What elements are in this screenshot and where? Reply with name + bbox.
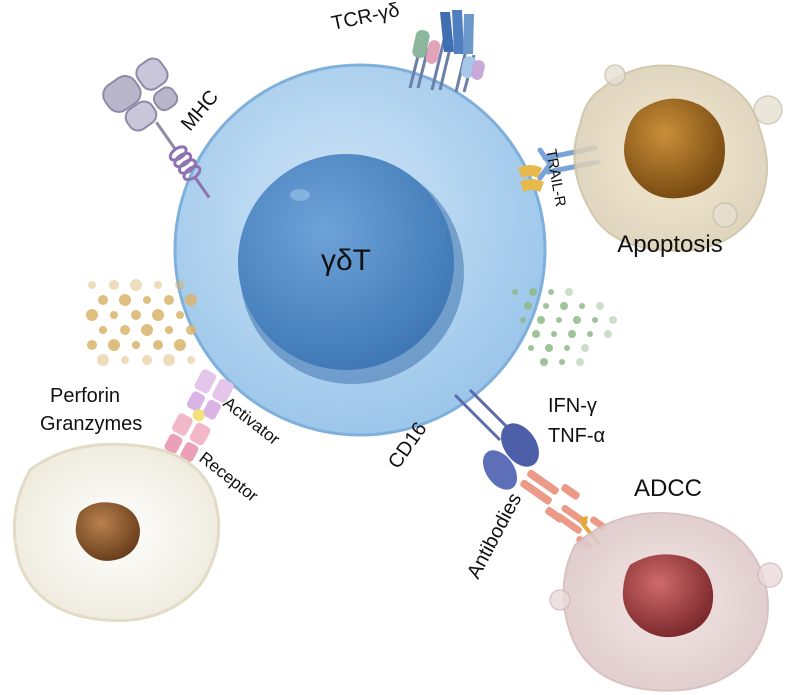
adcc-arrow-head — [578, 516, 588, 526]
particle — [108, 339, 120, 351]
particle — [86, 309, 98, 321]
particle — [132, 341, 140, 349]
particle — [142, 355, 152, 365]
particle — [187, 356, 195, 364]
nucleus-highlight — [290, 189, 310, 201]
mhc-label: MHC — [177, 86, 223, 135]
particle — [548, 289, 554, 295]
particle — [556, 317, 562, 323]
particle — [568, 330, 576, 338]
particle — [152, 309, 164, 321]
mhc-molecule — [102, 57, 211, 199]
apoptotic-target-cell: Apoptosis — [573, 64, 783, 258]
left-target-cell — [12, 442, 221, 623]
particle — [130, 279, 142, 291]
cell-label: γδT — [321, 244, 371, 277]
particle — [532, 330, 540, 338]
cytokine-particles — [512, 288, 617, 366]
particle — [579, 303, 585, 309]
particle — [592, 317, 598, 323]
particle — [609, 316, 617, 324]
particle — [131, 310, 141, 320]
t-cell: γδT — [173, 63, 547, 437]
particle — [581, 344, 589, 352]
particle — [143, 296, 151, 304]
adcc-target-cell: ADCC — [549, 475, 783, 692]
particle — [596, 302, 604, 310]
perforin-granules — [86, 279, 197, 366]
particle — [551, 331, 557, 337]
particle — [163, 354, 175, 366]
particle — [176, 311, 184, 319]
particle — [559, 359, 565, 365]
tcr-label: TCR-γδ — [329, 0, 401, 35]
particle — [110, 311, 118, 319]
apoptosis-label: Apoptosis — [617, 231, 722, 258]
perforin-label: Perforin — [50, 385, 120, 407]
particle — [543, 303, 549, 309]
particle — [545, 344, 553, 352]
particle — [604, 330, 612, 338]
ifn-label: IFN-γ — [548, 395, 597, 417]
particle — [154, 281, 162, 289]
particle — [88, 281, 96, 289]
antibodies-label: Antibodies — [463, 490, 526, 583]
particle — [121, 356, 129, 364]
particle — [98, 295, 108, 305]
particle — [529, 288, 537, 296]
particle — [573, 316, 581, 324]
adcc-label: ADCC — [634, 475, 702, 502]
particle — [164, 295, 174, 305]
particle — [587, 331, 593, 337]
particle — [186, 325, 196, 335]
particle — [153, 340, 163, 350]
particle — [109, 280, 119, 290]
particle — [99, 326, 107, 334]
particle — [524, 302, 532, 310]
tcr-receptors: TCR-γδ — [329, 0, 485, 93]
particle — [565, 288, 573, 296]
particle — [564, 345, 570, 351]
particle — [165, 326, 173, 334]
particle — [528, 345, 534, 351]
particle — [185, 294, 197, 306]
particle — [120, 325, 130, 335]
tnf-label: TNF-α — [548, 425, 605, 447]
nucleus — [238, 154, 454, 370]
particle — [175, 280, 185, 290]
particle — [97, 354, 109, 366]
particle — [119, 294, 131, 306]
particle — [520, 317, 526, 323]
particle — [537, 316, 545, 324]
particle — [540, 358, 548, 366]
particle — [87, 340, 97, 350]
particle — [512, 289, 518, 295]
trail-label: TRAIL-R — [542, 148, 569, 209]
particle — [141, 324, 153, 336]
particle — [560, 302, 568, 310]
particle — [174, 339, 186, 351]
particle — [576, 358, 584, 366]
granzymes-label: Granzymes — [40, 413, 142, 435]
